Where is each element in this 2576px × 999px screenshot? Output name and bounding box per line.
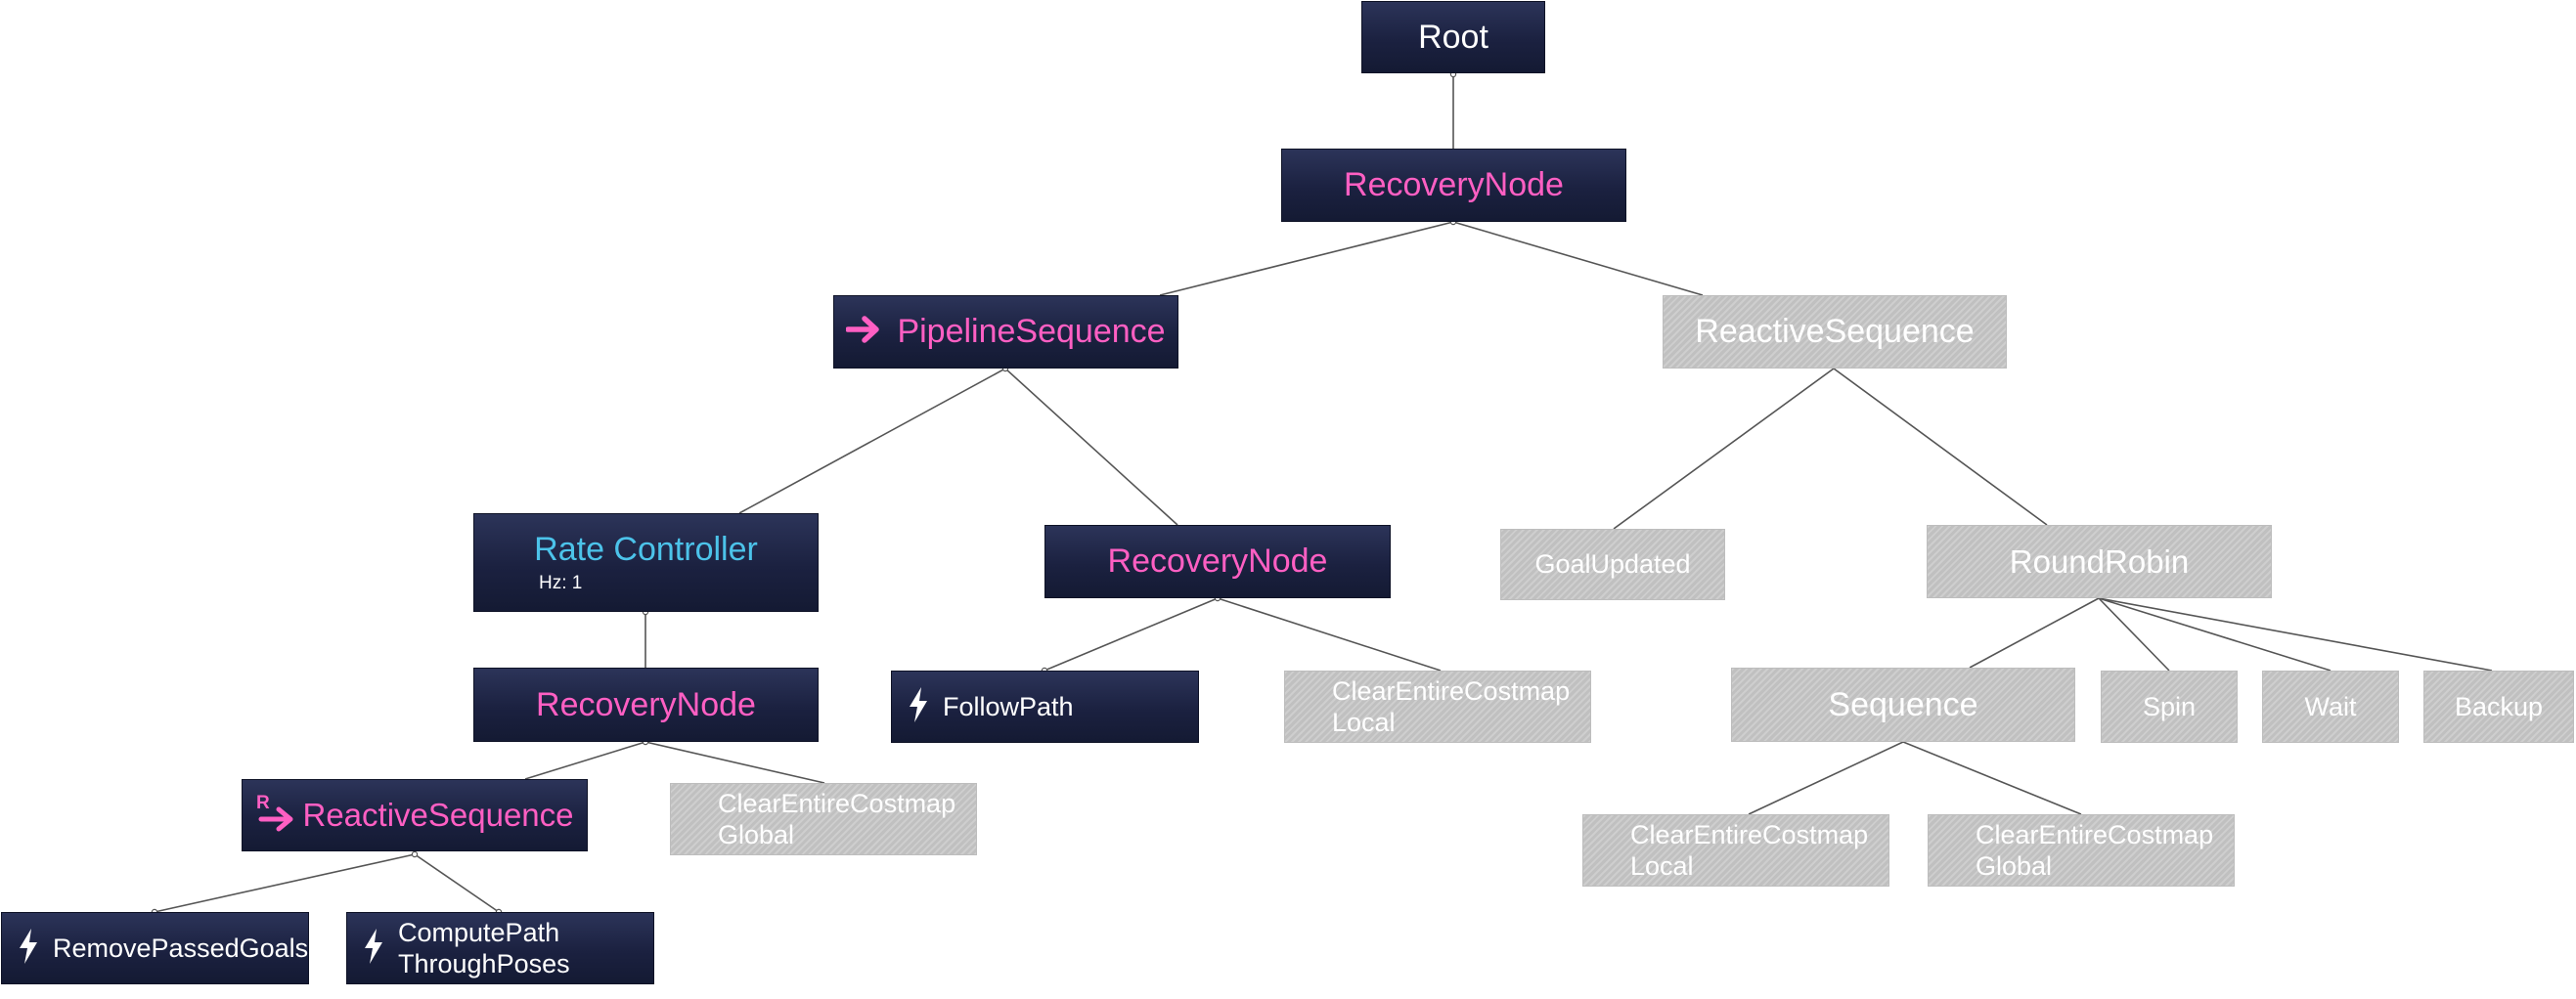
reactive-sequence-right-label: ReactiveSequence [1695,313,1975,351]
remove-passed-goals-label: RemovePassedGoals [53,933,309,963]
lightning-icon [363,928,384,970]
clear-costmap-local-2-line2: Local [1630,851,1694,881]
edge [1217,597,1442,672]
edge [1044,597,1219,672]
backup-node[interactable]: Backup [2423,671,2574,743]
clear-costmap-local-1-line1: ClearEntireCostmap [1332,675,1571,706]
clear-costmap-local-1-line2: Local [1332,708,1396,737]
edge [1613,368,1835,530]
reactive-sequence-right-node[interactable]: ReactiveSequence [1663,295,2007,369]
spin-label: Spin [2142,691,2197,721]
edge [524,741,646,780]
compute-path-line1: ComputePath [398,917,560,947]
clear-costmap-global-2-node[interactable]: ClearEntireCostmap Global [1928,814,2235,887]
reactive-sequence-left-label: ReactiveSequence [302,797,574,834]
clear-costmap-global-2-text: ClearEntireCostmap Global [1976,819,2213,883]
clear-costmap-global-1-text: ClearEntireCostmap Global [718,788,955,851]
clear-costmap-local-2-line1: ClearEntireCostmap [1630,819,1869,849]
round-robin-node[interactable]: RoundRobin [1927,525,2272,598]
edge [414,853,500,913]
clear-costmap-local-2-text: ClearEntireCostmap Local [1630,819,1868,883]
lightning-icon [908,686,929,728]
edge [1748,741,1904,815]
recovery-node-top[interactable]: RecoveryNode [1281,149,1626,222]
edge [1833,368,2048,526]
compute-path-node[interactable]: ComputePath ThroughPoses [346,912,654,984]
backup-label: Backup [2454,691,2544,721]
reactive-icon-letter: R [256,793,270,813]
recovery-node-left[interactable]: RecoveryNode [473,668,819,742]
rate-controller-node[interactable]: Rate Controller Hz: 1 [473,513,819,612]
goal-updated-label: GoalUpdated [1534,549,1691,580]
clear-costmap-local-2-node[interactable]: ClearEntireCostmap Local [1582,814,1889,887]
follow-path-node[interactable]: FollowPath [891,671,1199,743]
recovery-node-top-label: RecoveryNode [1344,166,1564,204]
edge [2098,597,2493,672]
goal-updated-node[interactable]: GoalUpdated [1500,529,1725,600]
pipeline-sequence-label: PipelineSequence [897,313,1166,351]
arrow-right-icon [845,315,883,349]
recovery-node-left-label: RecoveryNode [536,685,756,723]
wait-label: Wait [2304,691,2357,721]
clear-costmap-global-2-line1: ClearEntireCostmap [1976,819,2214,849]
edge [1004,368,1178,526]
edge [1902,741,2082,815]
compute-path-text: ComputePath ThroughPoses [398,917,570,980]
pipeline-sequence-node[interactable]: PipelineSequence [833,295,1178,369]
recovery-node-mid[interactable]: RecoveryNode [1044,525,1391,598]
clear-costmap-global-1-line2: Global [718,820,795,849]
edge [2098,597,2170,672]
clear-costmap-global-1-line1: ClearEntireCostmap [718,788,956,818]
root-node[interactable]: Root [1361,1,1545,73]
compute-path-line2: ThroughPoses [398,949,570,978]
clear-costmap-local-1-node[interactable]: ClearEntireCostmap Local [1284,671,1591,743]
remove-passed-goals-node[interactable]: RemovePassedGoals [1,912,309,984]
spin-node[interactable]: Spin [2101,671,2238,743]
edge [2098,597,2332,672]
edge-port [411,850,419,858]
edge [1969,597,2100,669]
edge [1452,221,1704,296]
edge [1159,221,1454,296]
round-robin-label: RoundRobin [2009,543,2190,580]
wait-node[interactable]: Wait [2262,671,2399,743]
clear-costmap-global-2-line2: Global [1976,851,2053,881]
reactive-arrow-icon: R [255,792,298,840]
edge [738,368,1006,514]
lightning-icon [18,928,39,970]
rate-controller-param: Hz: 1 [539,573,583,593]
rate-controller-label: Rate Controller [534,531,758,568]
edge [154,853,416,913]
clear-costmap-local-1-text: ClearEntireCostmap Local [1332,675,1570,739]
sequence-label: Sequence [1828,685,1978,723]
reactive-sequence-left-node[interactable]: R ReactiveSequence [242,779,588,851]
recovery-node-mid-label: RecoveryNode [1107,543,1328,581]
follow-path-label: FollowPath [943,691,1074,721]
edge [644,741,825,784]
clear-costmap-global-1-node[interactable]: ClearEntireCostmap Global [670,783,977,855]
root-label: Root [1418,18,1488,56]
sequence-node[interactable]: Sequence [1731,668,2075,742]
